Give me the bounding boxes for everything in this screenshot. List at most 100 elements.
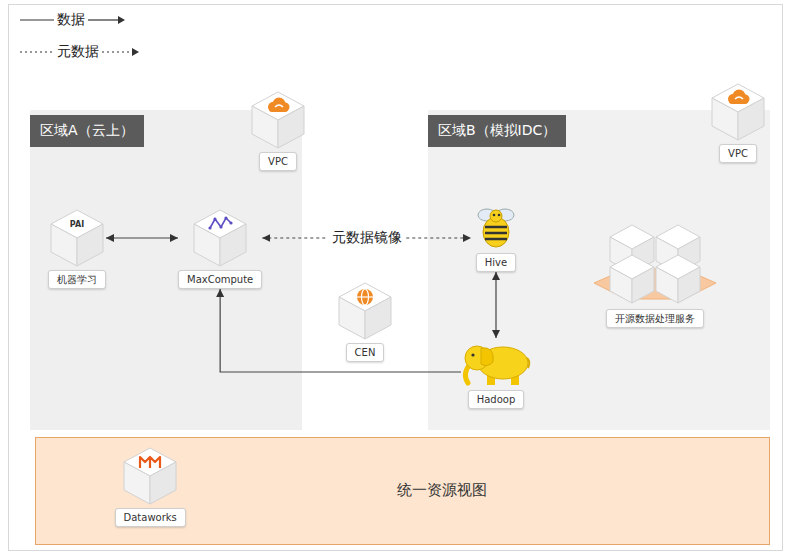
- drawing-path: [132, 48, 139, 56]
- cen-icon-art: [339, 283, 391, 339]
- drawing-circle: [214, 217, 217, 220]
- legend-line-sample: [88, 10, 126, 30]
- drawing-polygon: [194, 224, 220, 266]
- service-label: VPC: [259, 152, 297, 171]
- drawing-polygon: [678, 267, 700, 303]
- drawing-circle: [471, 353, 474, 356]
- drawing-g: [124, 448, 176, 504]
- drawing-circle: [498, 214, 501, 217]
- drawing-ellipse: [478, 347, 528, 379]
- cube-shape: [252, 92, 304, 148]
- service-label: MaxCompute: [178, 270, 262, 289]
- drawing-line: [485, 238, 507, 241]
- outer-frame: [9, 5, 783, 551]
- service-label: Dataworks: [115, 508, 186, 527]
- drawing-g: [594, 225, 716, 303]
- drawing-circle: [493, 214, 496, 217]
- drawing-g: [252, 92, 304, 148]
- icon-emblem: [728, 90, 750, 105]
- drawing-circle: [490, 210, 502, 222]
- cube-shape: [656, 255, 700, 303]
- drawing-polygon: [77, 224, 103, 266]
- resource-band: 统一资源视图 Dataworks: [35, 437, 770, 545]
- drawing-circle: [209, 226, 212, 229]
- cube-shape: [712, 84, 764, 140]
- drawing-path: [140, 457, 160, 468]
- hive-icon-art: [471, 203, 521, 249]
- service-label: Hive: [476, 253, 516, 272]
- drawing-polygon: [220, 224, 246, 266]
- data-connector: [220, 289, 461, 372]
- legend-line-sample: [102, 42, 140, 62]
- region-panel: 区域B（模拟IDC） VPC Hive 开源数据处理服务 Hadoop: [428, 110, 770, 430]
- drawing-g: [478, 209, 514, 247]
- legend-line-sample: [20, 42, 54, 62]
- drawing-g: [339, 283, 391, 339]
- region-b-ground: [428, 110, 770, 430]
- icon-emblem: [357, 289, 373, 305]
- service-label: CEN: [346, 343, 385, 362]
- drawing-polygon: [712, 98, 738, 140]
- drawing-path: [527, 358, 529, 368]
- maxcompute-icon-art: [194, 210, 246, 266]
- drawing-circle: [230, 221, 233, 224]
- drawing-polygon: [51, 224, 77, 266]
- legend-entry: 数据: [20, 10, 126, 30]
- drawing-rect: [729, 98, 748, 104]
- pai-icon-art: [51, 210, 103, 266]
- drawing-polygon: [610, 267, 632, 303]
- drawing-path: [118, 16, 125, 24]
- drawing-circle: [220, 225, 223, 228]
- drawing-line: [102, 51, 134, 52]
- drawing-polygon: [252, 106, 278, 148]
- drawing-line: [88, 19, 120, 20]
- legend-entry: 元数据: [20, 42, 140, 62]
- drawing-line: [485, 232, 507, 235]
- icon-emblem: [140, 457, 160, 468]
- drawing-polyline: [210, 218, 231, 228]
- drawing-line: [485, 226, 507, 229]
- drawing-line: [20, 19, 54, 20]
- drawing-g: [465, 346, 529, 385]
- legend-text: 数据: [54, 11, 88, 29]
- drawing-g: [194, 210, 246, 266]
- hadoop-icon-art: [461, 338, 531, 386]
- cube-shape: [194, 210, 246, 266]
- drawing-path: [275, 105, 283, 107]
- vpc-icon-art: [712, 84, 764, 140]
- maxcompute-icon: MaxCompute: [178, 210, 262, 289]
- drawing-polygon: [632, 267, 654, 303]
- drawing-path: [481, 348, 493, 366]
- drawing-g: [51, 210, 103, 266]
- legend-line-sample: [20, 10, 54, 30]
- cube-shape: [610, 255, 654, 303]
- service-label: VPC: [719, 144, 757, 163]
- band-ground: [36, 438, 770, 545]
- cube-shape: [51, 210, 103, 266]
- service-label: 开源数据处理服务: [606, 309, 704, 328]
- drawing-circle: [357, 289, 373, 305]
- dataworks-icon-art: [124, 448, 176, 504]
- cluster-icon: 开源数据处理服务: [590, 225, 720, 328]
- drawing-path: [735, 97, 743, 99]
- drawing-line: [20, 51, 54, 52]
- drawing-polygon: [656, 267, 678, 303]
- cube-shape: [339, 283, 391, 339]
- region-a-ground: [30, 110, 302, 430]
- icon-caption: PAI: [70, 220, 84, 229]
- icon-emblem: [209, 216, 233, 229]
- legend-text: 元数据: [54, 43, 102, 61]
- vpc-icon: VPC: [252, 92, 304, 171]
- service-label: Hadoop: [468, 390, 525, 409]
- service-label: 机器学习: [48, 270, 106, 289]
- data-connector: [495, 272, 496, 338]
- drawing-polygon: [738, 98, 764, 140]
- region-panel: 区域A（云上）VPCPAI机器学习MaxCompute: [30, 110, 302, 430]
- region-heading: 区域B（模拟IDC）: [428, 115, 566, 147]
- pai-icon: PAI 机器学习: [48, 210, 106, 289]
- drawing-polygon: [150, 462, 176, 504]
- band-title: 统一资源视图: [397, 481, 487, 500]
- vpc-icon: VPC: [712, 84, 764, 163]
- cluster-icon-art: [590, 225, 720, 305]
- drawing-line: [357, 296, 373, 297]
